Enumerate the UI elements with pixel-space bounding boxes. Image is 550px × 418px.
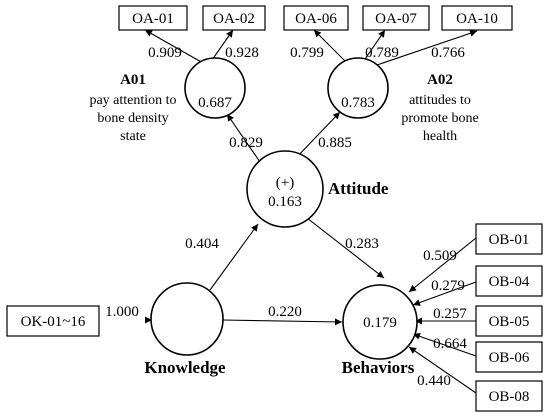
node-attitude-sign: (+) xyxy=(276,175,294,191)
coef-attitude-a01: 0.829 xyxy=(229,135,263,151)
box-ob-06: OB-06 xyxy=(475,341,543,373)
box-oa-06-label: OA-06 xyxy=(295,11,337,27)
box-oa-02-label: OA-02 xyxy=(213,11,255,27)
edge-attitude-a01 xyxy=(226,113,261,163)
a02-desc-line2: promote bone xyxy=(401,111,478,126)
box-ob-01-label: OB-01 xyxy=(489,232,530,248)
edge-a02-oa06 xyxy=(313,29,349,65)
box-ob-04-label: OB-04 xyxy=(489,274,530,290)
box-ok-01-16: OK-01~16 xyxy=(6,305,100,337)
coef-attitude-behaviors: 0.283 xyxy=(345,236,379,252)
node-knowledge xyxy=(150,282,224,356)
coef-oa02: 0.928 xyxy=(225,45,259,61)
box-ok-01-16-label: OK-01~16 xyxy=(21,314,86,330)
edge-a01-oa02 xyxy=(211,29,234,61)
edge-ob08-behaviors xyxy=(408,346,477,394)
box-ob-08-label: OB-08 xyxy=(489,389,530,405)
box-oa-01: OA-01 xyxy=(118,5,188,31)
box-ob-06-label: OB-06 xyxy=(489,350,530,366)
coef-ob06: 0.664 xyxy=(433,336,467,352)
a02-desc-line3: health xyxy=(423,129,457,144)
box-ob-05-label: OB-05 xyxy=(489,314,530,330)
coef-ob08: 0.440 xyxy=(417,373,451,389)
box-ob-08: OB-08 xyxy=(475,380,543,412)
edge-ob06-behaviors xyxy=(412,333,477,357)
coef-ob01: 0.509 xyxy=(423,248,457,264)
knowledge-label: Knowledge xyxy=(144,358,226,377)
node-labels: A01 pay attention to bone density state … xyxy=(89,72,478,377)
box-oa-10: OA-10 xyxy=(441,5,513,31)
edge-a01-oa01 xyxy=(144,29,204,64)
edge-ob04-behaviors xyxy=(412,281,477,306)
coef-oa01: 0.909 xyxy=(148,45,182,61)
box-ob-01: OB-01 xyxy=(475,223,543,255)
node-a01: 0.687 xyxy=(184,57,246,119)
box-oa-07: OA-07 xyxy=(362,5,430,31)
coef-ob04: 0.279 xyxy=(431,278,465,294)
a01-desc-line1: pay attention to xyxy=(89,93,176,108)
a01-desc-line2: bone density xyxy=(97,111,168,126)
a02-code: A02 xyxy=(427,72,453,88)
edge-a02-oa10 xyxy=(373,29,478,67)
box-oa-10-label: OA-10 xyxy=(456,11,498,27)
box-ob-04: OB-04 xyxy=(475,265,543,297)
coef-oa06: 0.799 xyxy=(290,45,324,61)
node-attitude: (+) 0.163 xyxy=(246,150,324,228)
coef-ok-knowledge: 1.000 xyxy=(105,304,139,320)
box-oa-02: OA-02 xyxy=(202,5,266,31)
node-behaviors-value: 0.179 xyxy=(363,315,397,331)
latent-nodes: 0.687 0.783 (+) 0.163 0.179 xyxy=(150,57,418,360)
edge-knowledge-attitude xyxy=(209,223,259,291)
coef-knowledge-behaviors: 0.220 xyxy=(268,304,302,320)
box-oa-01-label: OA-01 xyxy=(132,11,174,27)
a01-code: A01 xyxy=(120,72,146,88)
node-a02-value: 0.783 xyxy=(341,95,375,111)
node-attitude-value: 0.163 xyxy=(268,194,302,210)
a01-desc-line3: state xyxy=(120,129,146,144)
box-ob-05: OB-05 xyxy=(475,305,543,337)
node-a02: 0.783 xyxy=(327,57,389,119)
indicator-boxes: OA-01 OA-02 OA-06 OA-07 OA-10 OK-01~16 O… xyxy=(6,5,543,412)
edges xyxy=(144,29,478,394)
edge-a02-oa07 xyxy=(362,29,386,63)
coef-ob05: 0.257 xyxy=(433,306,467,322)
edge-ob01-behaviors xyxy=(408,237,477,293)
edge-attitude-a02 xyxy=(293,111,341,161)
coef-knowledge-attitude: 0.404 xyxy=(185,236,219,252)
coef-attitude-a02: 0.885 xyxy=(318,135,352,151)
coefficients: 0.909 0.928 0.799 0.789 0.766 0.829 0.88… xyxy=(105,45,467,389)
node-a01-value: 0.687 xyxy=(198,95,232,111)
coef-oa07: 0.789 xyxy=(365,45,399,61)
box-oa-06: OA-06 xyxy=(283,5,349,31)
edge-knowledge-behaviors xyxy=(221,318,343,326)
a02-desc-line1: attitudes to xyxy=(409,93,471,108)
node-behaviors: 0.179 xyxy=(342,284,418,360)
attitude-label: Attitude xyxy=(328,179,389,198)
box-oa-07-label: OA-07 xyxy=(375,11,417,27)
edge-attitude-behaviors xyxy=(306,217,385,279)
coef-oa10: 0.766 xyxy=(431,45,465,61)
behaviors-label: Behaviors xyxy=(342,358,415,377)
